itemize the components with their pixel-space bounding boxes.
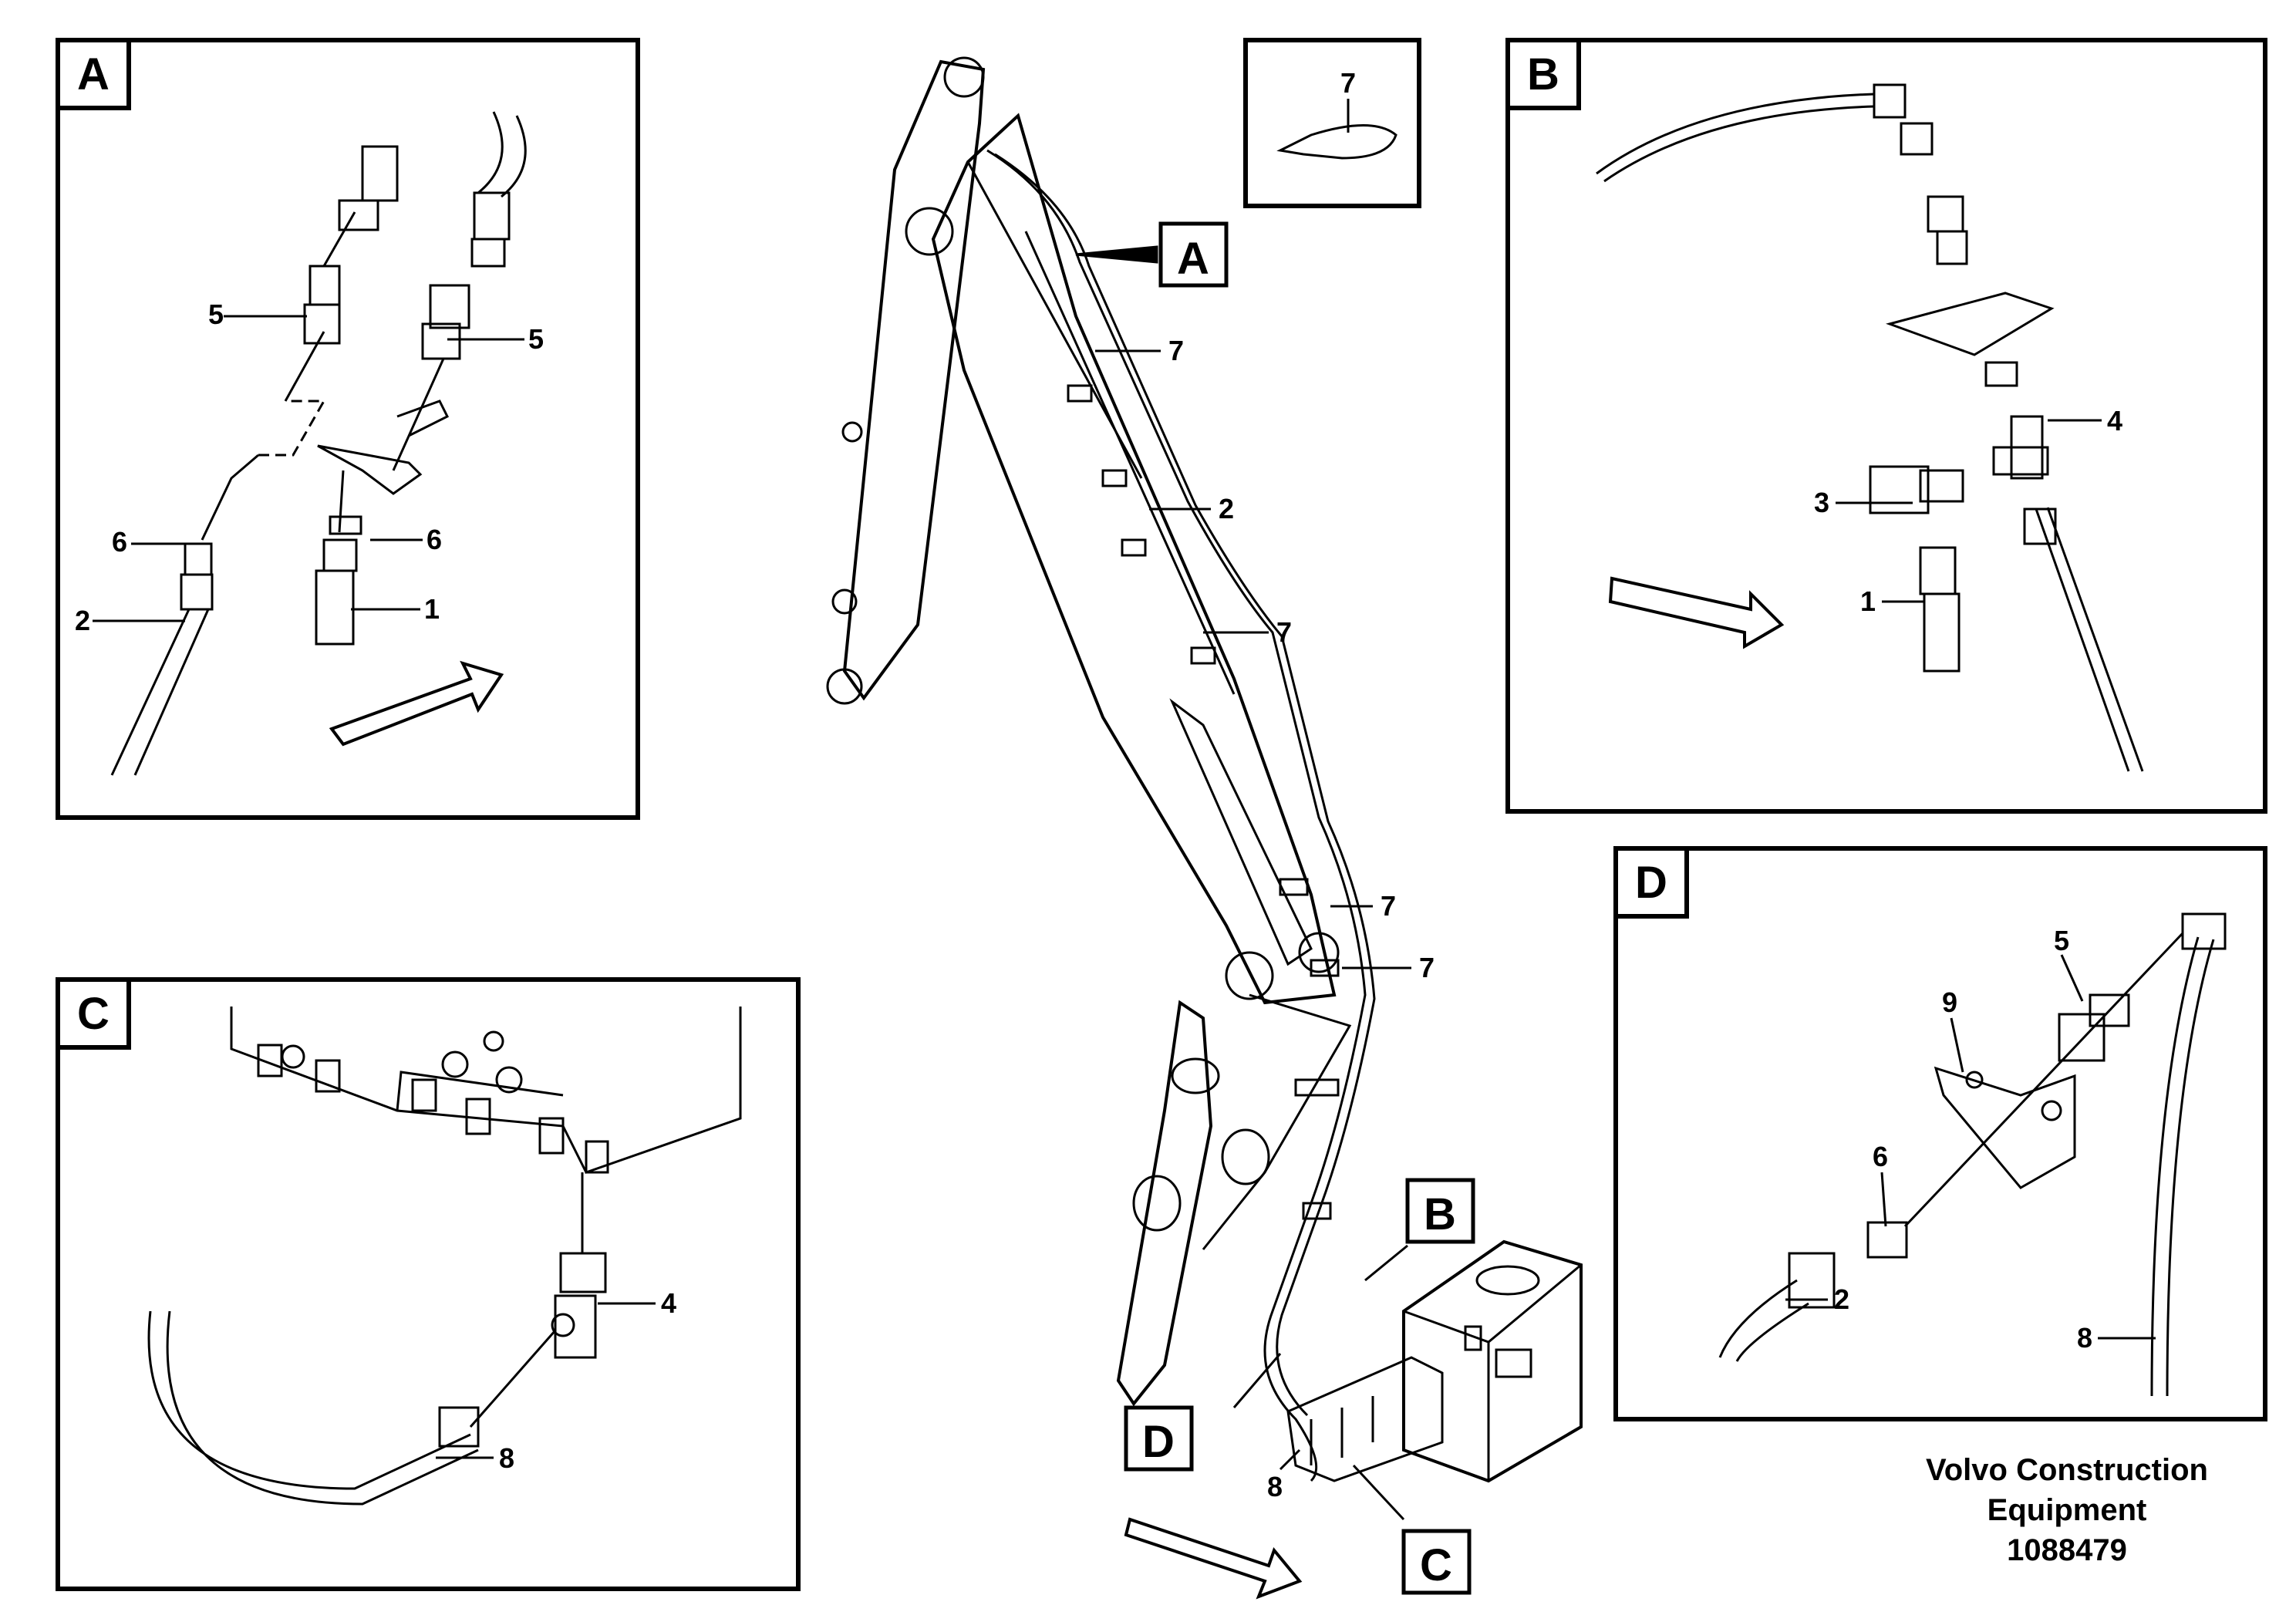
main-marker-d-box bbox=[1124, 1405, 1194, 1472]
main-callout-2: 2 bbox=[1219, 493, 1234, 524]
tie-wrap-callout-7: 7 bbox=[1340, 67, 1356, 99]
panel-d-frame bbox=[1613, 846, 2267, 1421]
main-marker-c-box bbox=[1401, 1529, 1472, 1595]
panel-d-letter: D bbox=[1635, 858, 1667, 908]
detail-panel-d bbox=[1613, 846, 2267, 1421]
panel-b-callout-3: 3 bbox=[1814, 487, 1829, 518]
panel-c-letter: C bbox=[77, 989, 110, 1039]
panel-a-callout-5-right: 5 bbox=[528, 323, 544, 355]
panel-d-callout-9: 9 bbox=[1942, 986, 1957, 1018]
credit-block: Volvo Construction Equipment 1088479 bbox=[1866, 1450, 2267, 1570]
detail-panel-b bbox=[1505, 38, 2267, 814]
panel-b-callout-1: 1 bbox=[1860, 585, 1876, 617]
tie-wrap-inset bbox=[1243, 38, 1421, 208]
panel-b-frame bbox=[1505, 38, 2267, 814]
main-marker-a: A bbox=[1177, 234, 1209, 284]
panel-a-callout-6-right: 6 bbox=[426, 524, 442, 555]
main-callout-7-middle: 7 bbox=[1276, 616, 1292, 648]
detail-panel-c bbox=[56, 977, 801, 1591]
main-callout-7-top: 7 bbox=[1168, 335, 1184, 366]
panel-a-callout-6-left: 6 bbox=[112, 526, 127, 558]
main-marker-b-box bbox=[1405, 1178, 1475, 1244]
main-marker-a-box bbox=[1158, 221, 1229, 288]
main-marker-d: D bbox=[1142, 1417, 1175, 1467]
boom-arm-assembly bbox=[826, 56, 1583, 1600]
panel-a-letter-box bbox=[56, 38, 131, 110]
document-number: 1088479 bbox=[2007, 1533, 2127, 1567]
tie-wrap-frame bbox=[1243, 38, 1421, 208]
panel-d-callout-5: 5 bbox=[2054, 925, 2069, 956]
credit-line-2: Equipment bbox=[1987, 1493, 2147, 1527]
panel-c-letter-box bbox=[56, 977, 131, 1050]
main-callout-8: 8 bbox=[1267, 1471, 1283, 1502]
panel-b-callout-4: 4 bbox=[2107, 405, 2122, 437]
main-marker-c: C bbox=[1420, 1540, 1452, 1590]
panel-b-letter-box bbox=[1505, 38, 1581, 110]
panel-c-callout-8: 8 bbox=[499, 1442, 514, 1474]
panel-a-callout-5-left: 5 bbox=[208, 298, 224, 330]
panel-a-letter: A bbox=[77, 49, 110, 99]
panel-d-callout-6: 6 bbox=[1873, 1141, 1888, 1172]
main-callout-7-lower: 7 bbox=[1381, 890, 1396, 922]
panel-a-callout-2: 2 bbox=[75, 605, 90, 636]
main-callout-7-bottom: 7 bbox=[1419, 952, 1435, 983]
main-marker-b: B bbox=[1424, 1189, 1456, 1239]
panel-a-frame bbox=[56, 38, 640, 820]
panel-c-frame bbox=[56, 977, 801, 1591]
detail-panel-a bbox=[56, 38, 640, 820]
panel-c-callout-4: 4 bbox=[661, 1287, 676, 1319]
panel-d-letter-box bbox=[1613, 846, 1689, 919]
panel-a-callout-1: 1 bbox=[424, 593, 440, 625]
credit-line-1: Volvo Construction bbox=[1926, 1453, 2208, 1487]
panel-b-letter: B bbox=[1527, 49, 1559, 99]
panel-d-callout-2: 2 bbox=[1834, 1283, 1849, 1315]
panel-d-callout-8: 8 bbox=[2077, 1322, 2092, 1354]
